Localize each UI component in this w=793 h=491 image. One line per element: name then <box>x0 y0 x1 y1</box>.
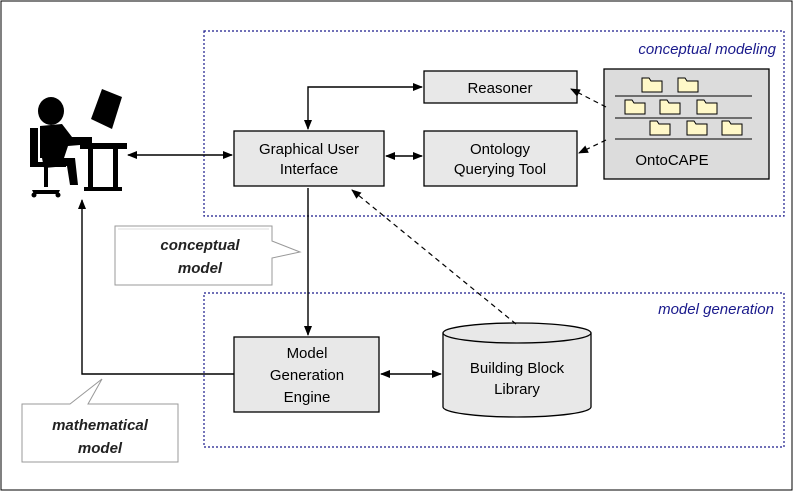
bbl-gui-dashed-arrow <box>351 189 517 325</box>
folder-icons <box>624 77 743 136</box>
conceptual-modeling-region: conceptual modeling <box>203 30 785 217</box>
oqt-label-line1: Ontology <box>470 141 531 158</box>
mathematical-model-text-line1: mathematical <box>52 417 149 434</box>
mathematical-model-text-line2: model <box>78 440 123 457</box>
gui-label-line2: Interface <box>280 161 338 178</box>
mge-label-line2: Generation <box>270 367 344 384</box>
mge-label-line3: Engine <box>284 389 331 406</box>
model-generation-title: model generation <box>658 301 774 318</box>
gui-label-line1: Graphical User <box>259 141 359 158</box>
model-generation-engine-box: Model Generation Engine <box>233 336 380 413</box>
folder-icon <box>721 120 743 136</box>
ontocape-oqt-dashed-arrow <box>578 139 607 154</box>
folder-icon <box>649 120 671 136</box>
conceptual-model-text-line1: conceptual <box>160 237 240 254</box>
ontocape-box: OntoCAPE <box>603 68 770 180</box>
folder-icon <box>641 77 663 93</box>
user-at-computer-icon <box>30 89 127 198</box>
folder-icon <box>624 99 646 115</box>
mge-label-line1: Model <box>287 345 328 362</box>
conceptual-model-callout: conceptual model <box>114 225 302 286</box>
bbl-label-line2: Library <box>494 381 540 398</box>
ontology-querying-tool-box: Ontology Querying Tool <box>423 130 578 187</box>
building-block-library-cylinder: Building Block Library <box>442 322 592 418</box>
folder-icon <box>696 99 718 115</box>
reasoner-box: Reasoner <box>423 70 578 104</box>
gui-box: Graphical User Interface <box>233 130 385 187</box>
conceptual-model-text-line2: model <box>178 260 223 277</box>
mathematical-model-callout: mathematical model <box>21 378 179 463</box>
folder-icon <box>686 120 708 136</box>
conceptual-modeling-title: conceptual modeling <box>638 41 776 58</box>
oqt-label-line2: Querying Tool <box>454 161 546 178</box>
gui-reasoner-arrow <box>304 83 423 130</box>
mge-user-arrow <box>78 199 234 375</box>
bbl-label-line1: Building Block <box>470 360 565 377</box>
ontocape-label: OntoCAPE <box>635 152 708 169</box>
reasoner-label: Reasoner <box>467 80 532 97</box>
connectors <box>78 83 607 378</box>
ontocape-reasoner-dashed-arrow <box>570 88 607 108</box>
model-generation-region: model generation <box>203 292 785 448</box>
folder-icon <box>677 77 699 93</box>
folder-icon <box>659 99 681 115</box>
